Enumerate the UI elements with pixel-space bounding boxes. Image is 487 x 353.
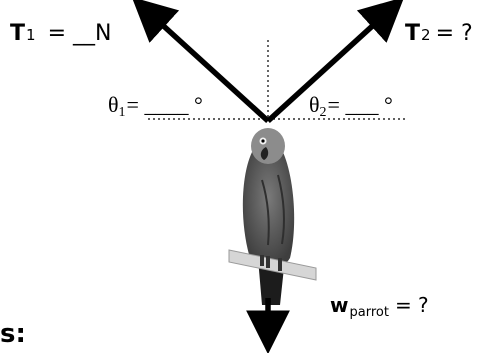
parrot-beak [260, 147, 269, 160]
tension-2-arrow [266, 0, 405, 124]
perch [228, 249, 317, 281]
theta-2-label: θ2= ___ ° [309, 92, 393, 120]
weight-label: wparrot= ? [330, 293, 429, 320]
tension-2-label: T2= ? [405, 21, 473, 46]
theta-1-label: θ1= ____ ° [108, 92, 203, 120]
tension-1-label: T1= __N [10, 21, 111, 46]
parrot-head [251, 128, 285, 164]
parrot-photo [228, 122, 317, 307]
cutoff-text: s: [0, 319, 26, 349]
tension-1-arrow [131, 0, 270, 124]
